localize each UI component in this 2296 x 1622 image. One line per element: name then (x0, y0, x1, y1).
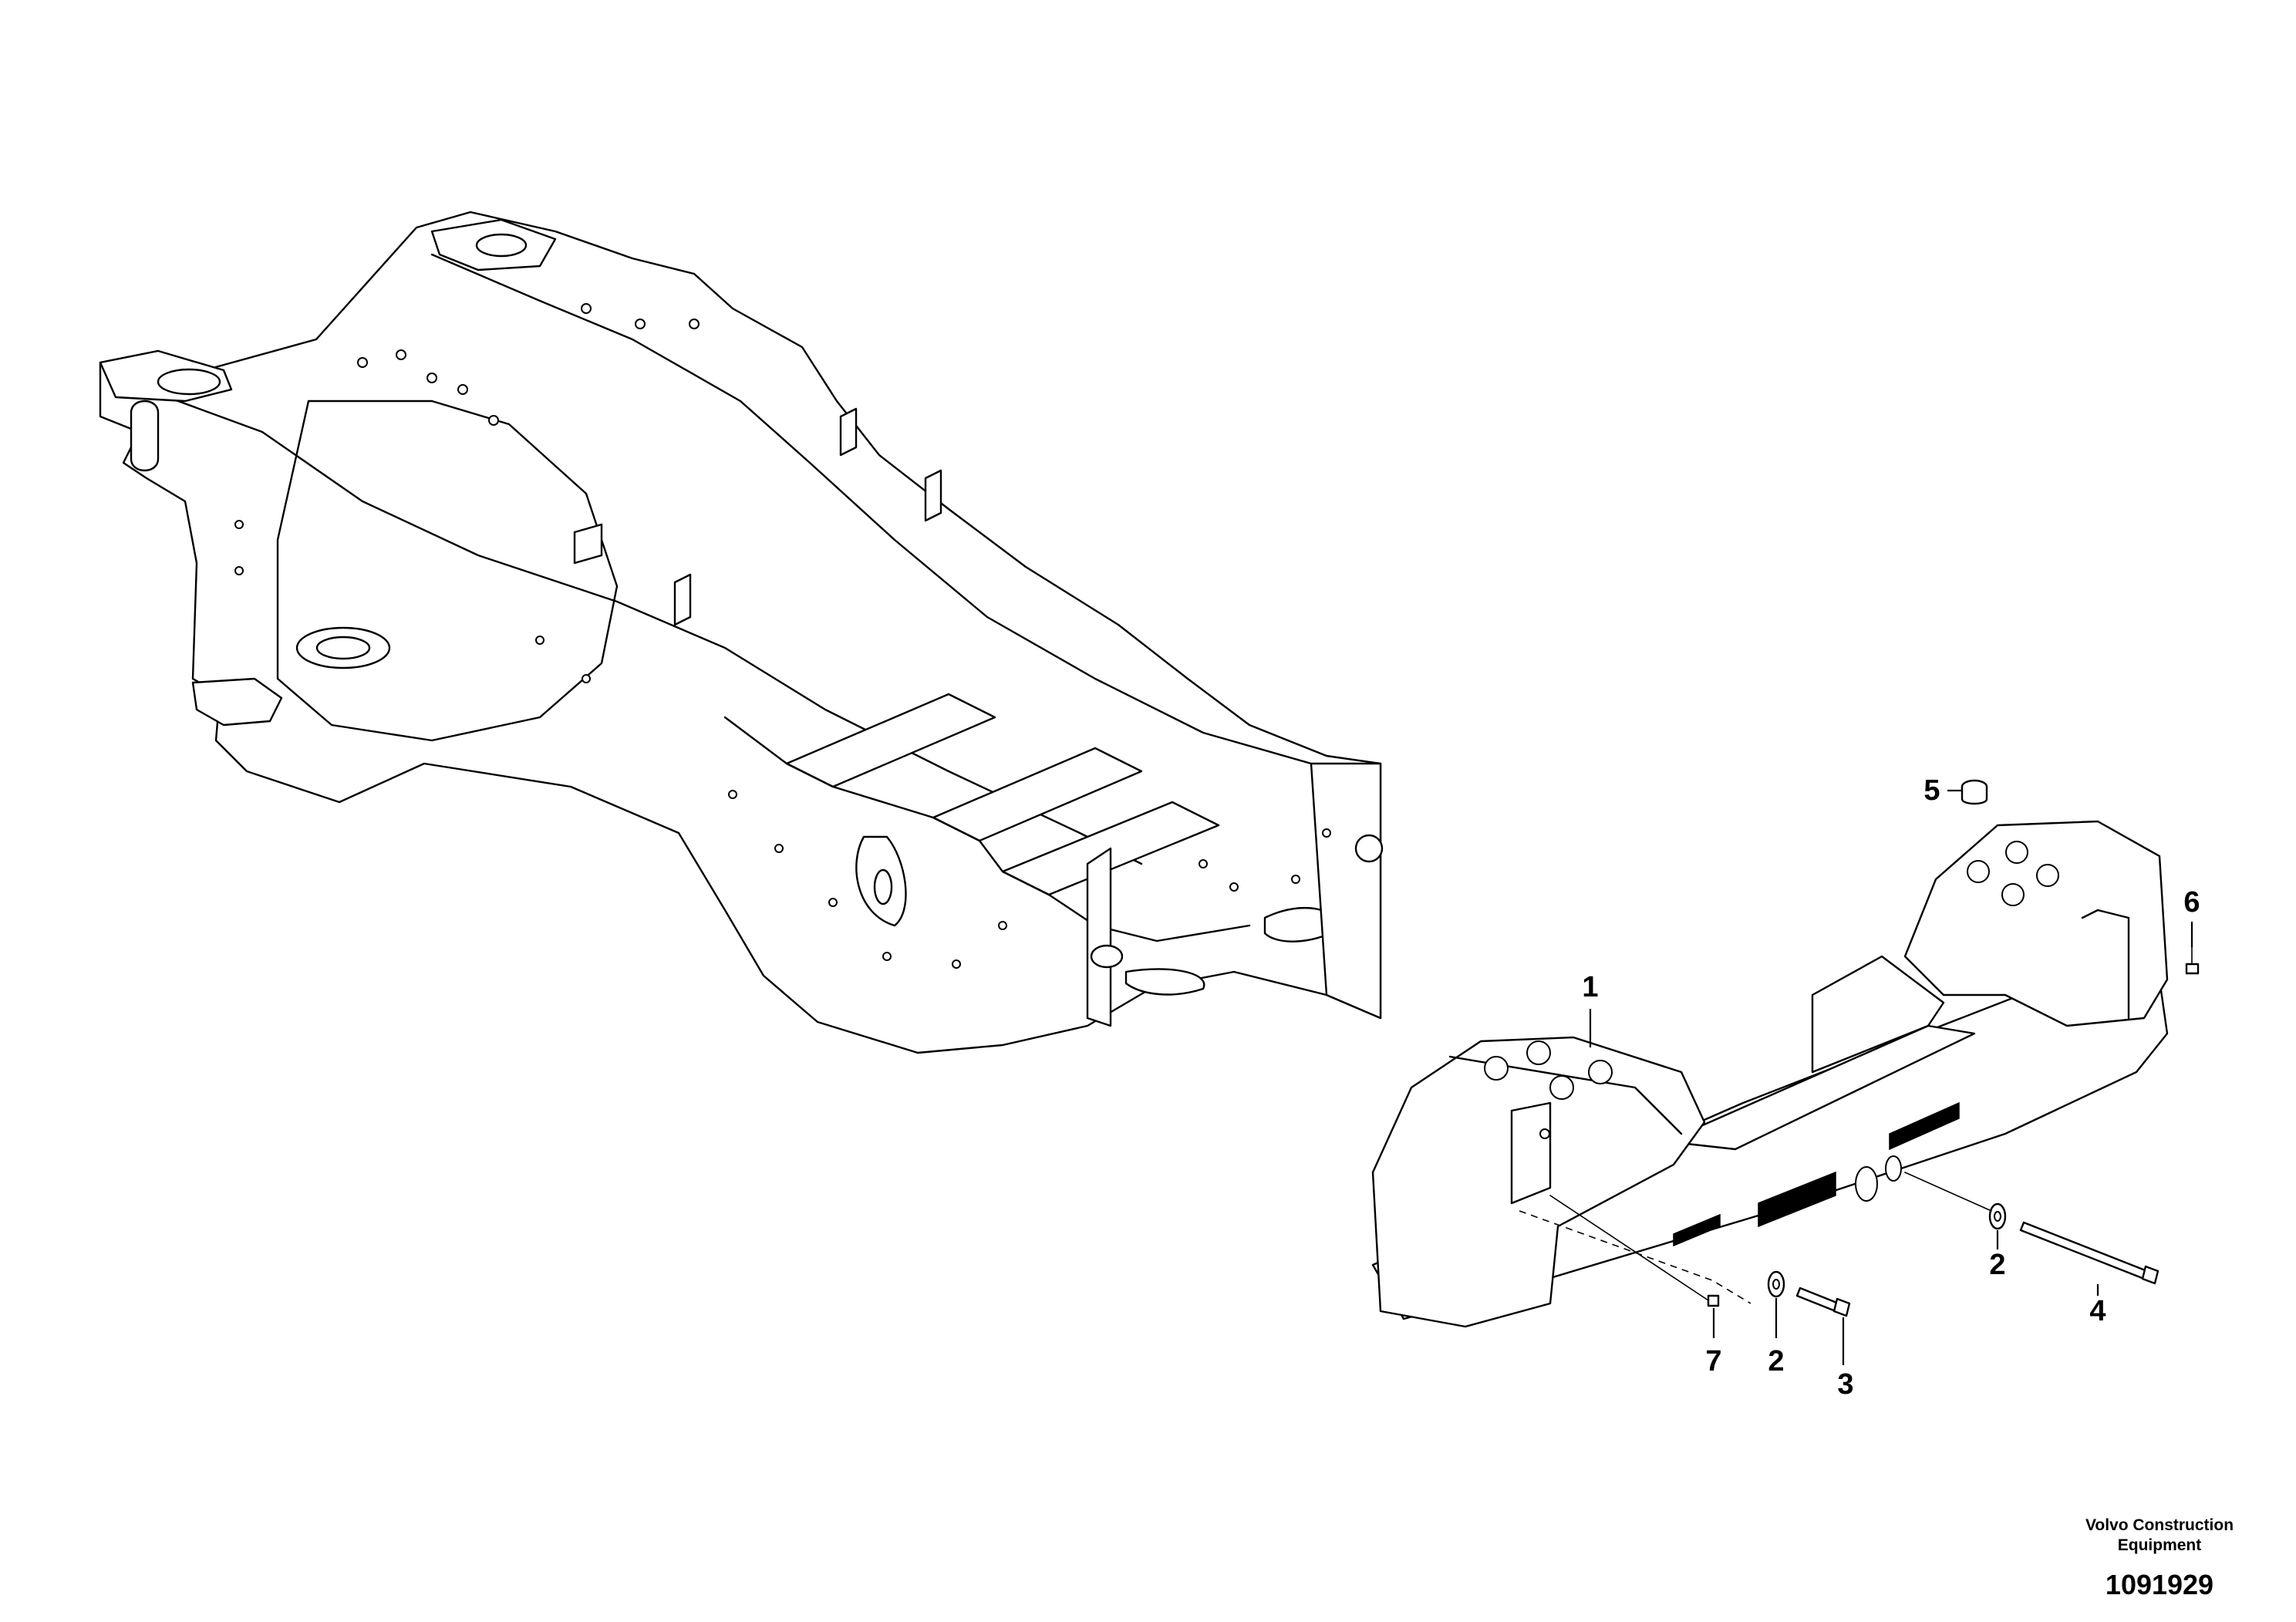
callout-5: 5 (1923, 774, 1940, 807)
callout-2-right: 2 (1989, 1249, 2006, 1281)
slot-shadow-2 (1889, 1101, 1960, 1151)
callout-7: 7 (1705, 1345, 1722, 1378)
upper-hitch-boss (475, 233, 528, 258)
center-mount-boss-2 (1885, 1155, 1902, 1182)
counterweight-left-end (1371, 1036, 1706, 1328)
slot-shadow-3 (1673, 1213, 1721, 1247)
rail-tab-1 (673, 573, 692, 626)
rail-tab-4 (573, 523, 603, 565)
end-cap-hole-d (1588, 1060, 1613, 1084)
screw-7 (1707, 1294, 1720, 1307)
end-cap-hole-a (1484, 1056, 1509, 1081)
rail-tab-3 (839, 407, 858, 457)
callout-3: 3 (1837, 1368, 1854, 1401)
shoulder-hole-a (1967, 860, 1990, 883)
brand-line-2: Equipment (2117, 1536, 2202, 1554)
counterweight-center-block (1811, 955, 1945, 1074)
counterweight-assembly (1371, 820, 2169, 1328)
shoulder-hole-b (2005, 841, 2028, 864)
end-cap-hole-b (1526, 1040, 1551, 1065)
brand-name: Volvo Construction Equipment (2044, 1516, 2275, 1556)
rear-end-boss (1354, 834, 1384, 863)
shoulder-hole-d (2036, 864, 2059, 887)
brand-line-1: Volvo Construction (2085, 1516, 2234, 1534)
rear-tow-hook (1124, 968, 1205, 996)
center-mount-boss (1855, 1166, 1878, 1202)
rear-end-plate (1310, 762, 1382, 1020)
rear-frame-assembly (99, 211, 1384, 1054)
rear-pipe-end (1090, 944, 1124, 969)
washer-2-left (1767, 1270, 1785, 1298)
drawing-footer: Volvo Construction Equipment 1091929 (2044, 1516, 2275, 1600)
callout-2-left: 2 (1768, 1345, 1785, 1378)
assembly-line (1519, 1210, 1752, 1304)
lifting-eye-hole (873, 868, 893, 905)
end-cap-top-face (1448, 1055, 1683, 1135)
fasteners (1549, 779, 2200, 1317)
bolt-3 (1795, 1286, 1851, 1317)
slew-flange-inner (315, 636, 371, 660)
frame-bolt-holes (234, 303, 1331, 969)
end-cap-mount-plate (1510, 1101, 1552, 1205)
bolt-path-7 (1549, 1195, 1709, 1301)
drawing-number: 1091929 (2105, 1569, 2214, 1600)
callout-4: 4 (2089, 1295, 2106, 1327)
lower-hitch-boss (157, 368, 221, 396)
screw-6 (2185, 944, 2200, 975)
bolt-4 (2019, 1221, 2159, 1285)
rear-crossbar-end (1086, 847, 1112, 1027)
counterweight-top-rail (1664, 1024, 1976, 1151)
callout-6: 6 (2183, 886, 2200, 919)
bolt-path-2b (1904, 1172, 1992, 1212)
washer-2-right (1988, 1202, 2007, 1230)
lower-foot-pad (191, 677, 283, 727)
shoulder-hole-c (2001, 883, 2025, 906)
screw-plug-5 (1961, 779, 1988, 805)
rail-tab-2 (924, 469, 942, 522)
end-cap-hole-c (1549, 1075, 1574, 1100)
slot-shadow-1 (1758, 1171, 1836, 1228)
callout-1: 1 (1582, 971, 1599, 1003)
frame-outline (99, 211, 1382, 1054)
frame-top-rail-right (430, 253, 1313, 765)
callout-leaders (1589, 789, 2193, 1365)
frame-inner-channel (723, 716, 1251, 943)
shoulder-bracket-line (2081, 909, 2130, 1020)
end-cap-mount-hole (1539, 1128, 1550, 1139)
hitch-pin-cylinder (130, 400, 160, 472)
